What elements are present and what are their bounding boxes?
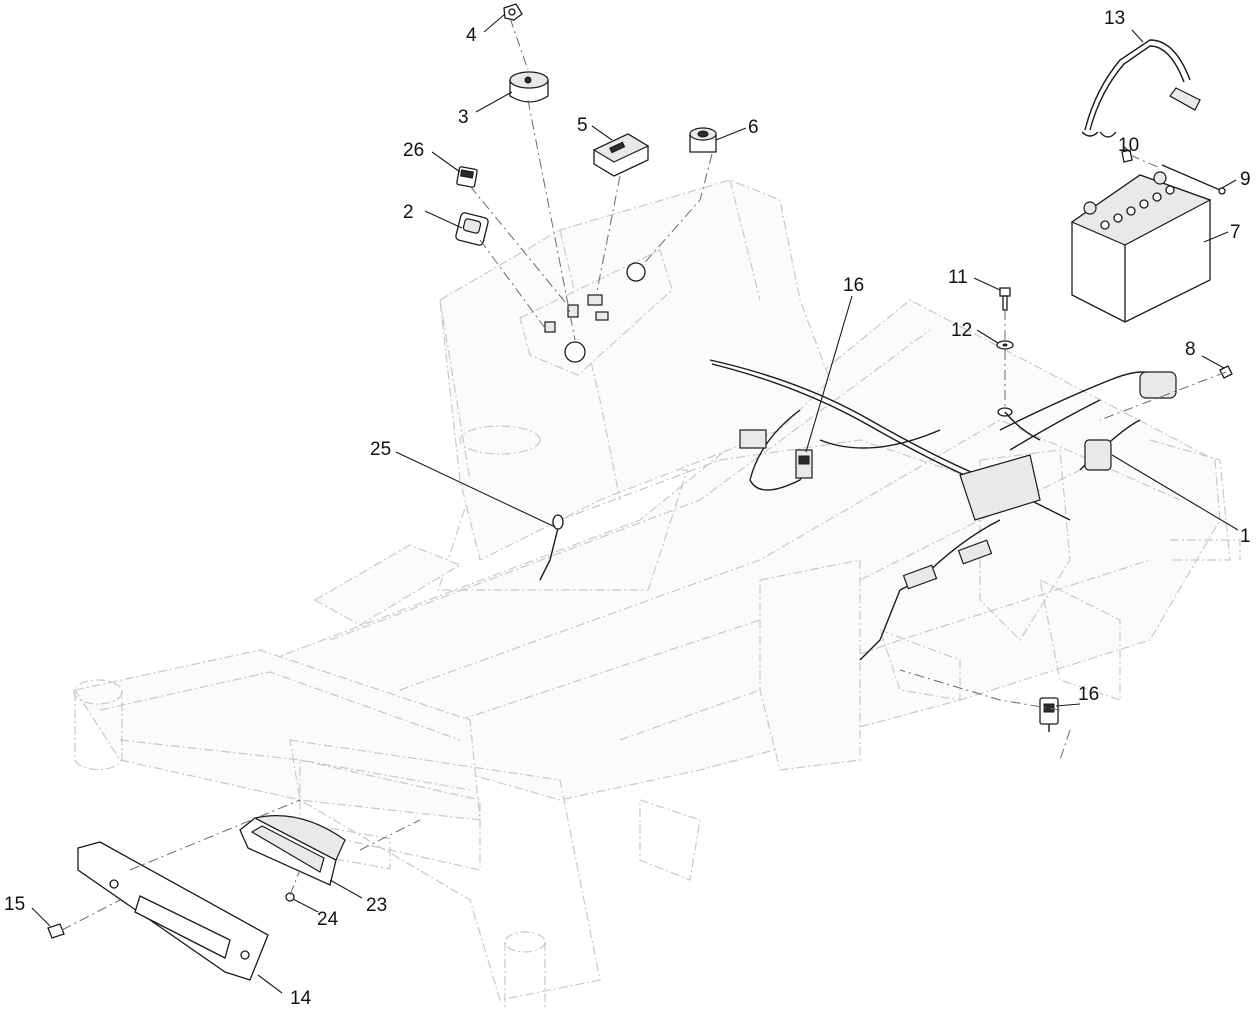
callout-9: 9	[1240, 169, 1251, 190]
callout-5: 5	[577, 115, 588, 136]
ground-bolt	[999, 287, 1011, 311]
callout-25: 25	[370, 439, 391, 460]
ignition-key	[503, 3, 523, 21]
mower-frame	[73, 179, 1241, 1010]
ignition-switch	[509, 71, 549, 103]
callout-3: 3	[458, 107, 469, 128]
relay-lower	[1039, 697, 1059, 732]
callout-10: 10	[1118, 135, 1139, 156]
light-bar	[239, 815, 346, 886]
hour-meter	[592, 133, 650, 177]
chassis-platform	[268, 299, 1221, 801]
callout-13: 13	[1104, 8, 1125, 29]
pto-switch	[455, 212, 489, 246]
callout-24: 24	[317, 909, 339, 930]
callout-11: 11	[948, 267, 968, 288]
callout-6: 6	[748, 117, 759, 138]
panel-mounted-parts	[544, 262, 646, 363]
callout-8: 8	[1185, 339, 1196, 360]
relay-upper	[795, 449, 813, 479]
callout-16-lower: 16	[1078, 684, 1099, 705]
callout-26: 26	[403, 140, 424, 161]
callout-23: 23	[366, 895, 387, 916]
foot-platform	[313, 544, 462, 626]
battery-terminal-bolt	[1121, 149, 1226, 195]
battery-strap	[1081, 39, 1201, 138]
callout-16-upper: 16	[843, 275, 864, 296]
washer	[996, 340, 1014, 350]
callout-12: 12	[951, 320, 972, 341]
leader-lines	[31, 13, 1239, 994]
battery	[1070, 171, 1212, 323]
callout-14: 14	[290, 988, 312, 1009]
seat-tower	[439, 179, 831, 561]
assembly-lines	[61, 17, 1227, 931]
callout-7: 7	[1230, 222, 1241, 243]
wire-harness	[539, 359, 1177, 661]
callout-1: 1	[1240, 526, 1251, 547]
power-outlet	[689, 127, 717, 153]
front-bumper-plate	[77, 841, 269, 981]
light-screw	[285, 892, 295, 902]
rocker-switch	[456, 166, 478, 188]
callout-labels: 1 2 3 4 5 6 7 8 9 10 11 12 13 14 15 16 1…	[4, 8, 1251, 1009]
ground-terminal	[997, 407, 1041, 441]
right-upright	[759, 559, 861, 771]
callout-4: 4	[466, 25, 477, 46]
bumper-screw	[47, 923, 65, 939]
callout-2: 2	[403, 202, 414, 223]
callout-15: 15	[4, 894, 25, 915]
